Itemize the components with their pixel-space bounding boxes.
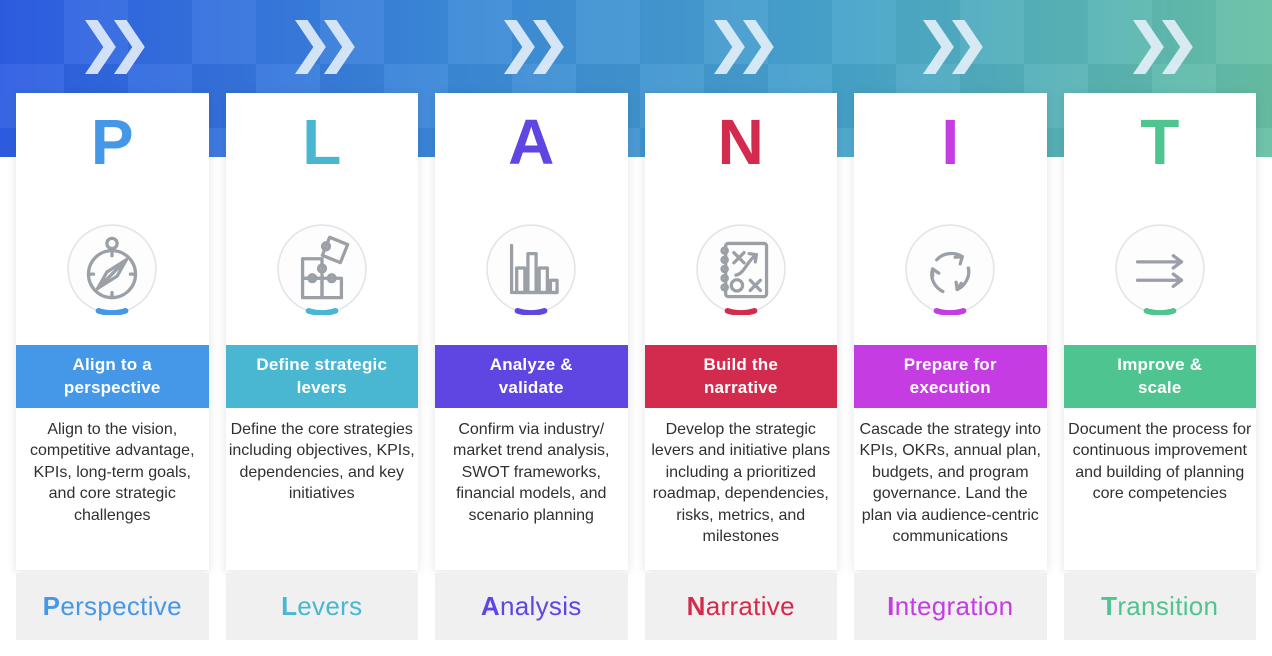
gradient-band: [0, 0, 1272, 157]
letter-i: I: [941, 106, 960, 178]
letter-n: N: [717, 106, 764, 178]
description-integration: Cascade the strategy into KPIs, OKRs, an…: [859, 421, 1041, 546]
description-analysis: Confirm via industry/ market trend analy…: [452, 421, 610, 524]
puzzle-icon: [275, 223, 368, 315]
card-narrative: N: [644, 93, 837, 570]
card-perspective: P Align to a: [16, 93, 209, 570]
cycle-arrows-icon: [904, 223, 997, 315]
column-analysis: A Analyze &: [435, 0, 628, 656]
card-transition: T Improve & scale: [1063, 93, 1256, 570]
card-integration: I: [854, 93, 1047, 570]
description-levers: Define the core strategies including obj…: [228, 421, 415, 503]
double-chevron-icon: [645, 0, 838, 93]
bar-chart-icon: [485, 223, 578, 315]
banner-analyze-validate: Analyze & validate: [435, 345, 628, 408]
banner-align-to-a-perspective: Align to a perspective: [16, 345, 209, 408]
column-perspective: P Align to a: [16, 0, 209, 656]
double-chevron-icon: [226, 0, 419, 93]
column-levers: L: [225, 0, 419, 656]
banner-prepare-for-execution: Prepare for execution: [854, 345, 1047, 408]
playbook-icon: [694, 223, 787, 315]
column-transition: T Improve & scale: [1063, 0, 1257, 656]
letter-p: P: [90, 106, 134, 178]
compass-icon: [66, 223, 159, 315]
letter-t: T: [1140, 106, 1180, 178]
card-levers: L: [225, 93, 418, 570]
banner-define-strategic-levers: Define strategic levers: [225, 345, 418, 408]
card-analysis: A Analyze &: [435, 93, 628, 570]
banner-build-the-narrative: Build the narrative: [644, 345, 837, 408]
letter-a: A: [508, 106, 555, 178]
double-arrow-icon: [1113, 223, 1206, 315]
description-narrative: Develop the strategic levers and initiat…: [651, 421, 831, 546]
double-chevron-icon: [1064, 0, 1257, 93]
double-chevron-icon: [16, 0, 209, 93]
double-chevron-icon: [854, 0, 1047, 93]
description-transition: Document the process for continuous impr…: [1068, 421, 1252, 503]
double-chevron-icon: [435, 0, 628, 93]
column-integration: I: [854, 0, 1047, 656]
banner-improve-scale: Improve & scale: [1063, 345, 1256, 408]
description-perspective: Align to the vision, competitive advanta…: [29, 421, 195, 524]
column-narrative: N: [644, 0, 838, 656]
letter-l: L: [302, 106, 342, 178]
